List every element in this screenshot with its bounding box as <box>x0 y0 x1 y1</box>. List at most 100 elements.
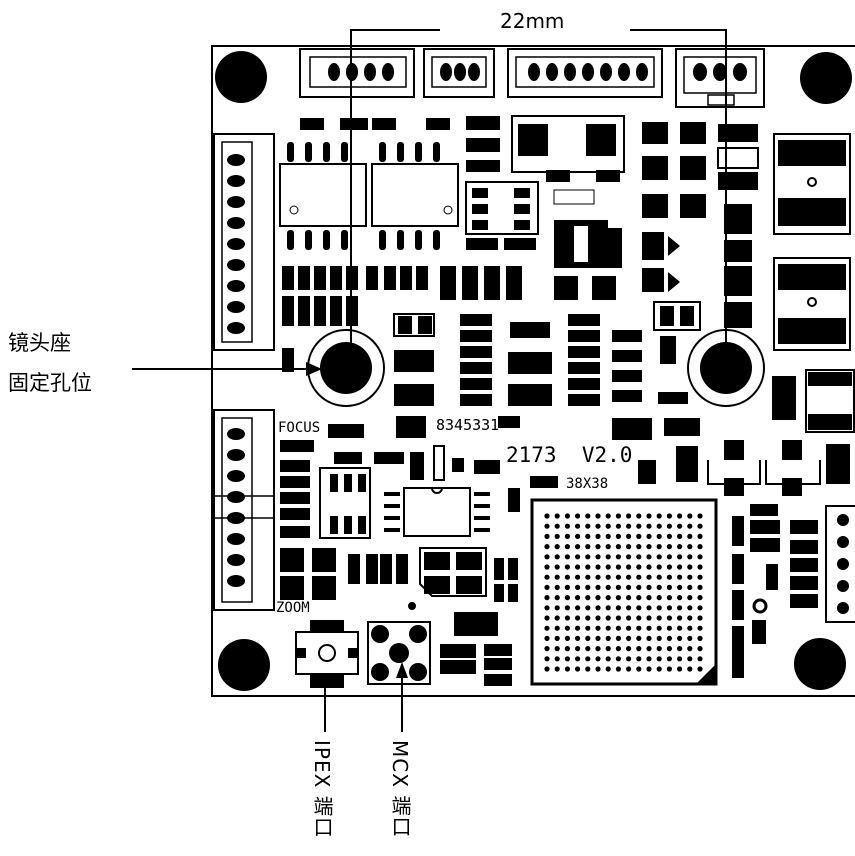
bga-ball <box>646 584 652 591</box>
bga-ball <box>687 595 693 601</box>
bga-ball <box>585 595 591 601</box>
bga-ball <box>544 595 550 601</box>
bga-ball <box>687 605 693 611</box>
bga-ball <box>666 625 673 631</box>
bga-ball <box>615 635 622 642</box>
silk-part-number: 8345331 <box>436 416 499 434</box>
bga-ball <box>605 625 611 631</box>
bga-ball <box>615 656 622 662</box>
bga-ball <box>615 646 622 652</box>
bga-ball <box>697 656 703 662</box>
bga-ball <box>687 544 693 550</box>
bga-ball <box>595 564 601 570</box>
bga-ball <box>697 584 703 591</box>
bga-ball <box>656 523 662 529</box>
bga-ball <box>697 564 703 570</box>
bga-ball <box>666 513 673 519</box>
bga-ball <box>575 666 581 672</box>
bga-ball <box>636 656 642 662</box>
bga-chip <box>530 498 718 686</box>
bga-ball <box>666 533 673 540</box>
bga-ball <box>666 656 673 662</box>
bga-ball <box>646 635 652 642</box>
bga-ball <box>636 564 642 570</box>
bga-ball <box>666 544 673 550</box>
bga-ball <box>687 625 693 631</box>
bga-ball <box>605 554 611 560</box>
bga-ball <box>666 605 673 611</box>
bga-ball <box>687 523 693 529</box>
bga-ball <box>677 574 683 580</box>
bga-ball <box>544 533 550 540</box>
corner-hole-br <box>794 638 846 690</box>
bga-ball <box>544 513 550 519</box>
bga-ball <box>585 564 591 570</box>
bga-ball <box>564 564 571 570</box>
bga-ball <box>585 584 591 591</box>
bga-ball <box>605 595 611 601</box>
bga-ball <box>554 646 560 652</box>
mcx-port-label: MCX 端口 <box>388 740 412 838</box>
bga-ball <box>646 595 652 601</box>
bga-ball <box>585 544 591 550</box>
bga-ball <box>605 605 611 611</box>
bga-ball <box>564 656 571 662</box>
bga-ball <box>646 574 652 580</box>
bga-ball <box>575 595 581 601</box>
bga-ball <box>564 666 571 672</box>
bga-ball <box>656 564 662 570</box>
corner-hole-tl <box>215 51 267 103</box>
mcx-connector <box>367 621 431 685</box>
bga-ball <box>615 564 622 570</box>
silk-size: 38X38 <box>566 476 608 492</box>
bga-ball <box>666 584 673 591</box>
bga-ball <box>626 615 632 621</box>
bga-ball <box>585 513 591 519</box>
lens-mount-label-line1: 镜头座 <box>8 331 71 355</box>
bga-ball <box>544 656 550 662</box>
bga-ball <box>687 533 693 540</box>
bga-ball <box>544 523 550 529</box>
bga-ball <box>595 574 601 580</box>
bga-ball <box>615 584 622 591</box>
bga-ball <box>666 523 673 529</box>
bga-ball <box>666 615 673 621</box>
bga-ball <box>677 635 683 642</box>
bga-ball <box>544 584 550 591</box>
bga-ball <box>656 513 662 519</box>
bga-ball <box>687 554 693 560</box>
bga-ball <box>544 635 550 642</box>
bga-ball <box>626 666 632 672</box>
bga-ball <box>554 574 560 580</box>
bga-ball <box>646 554 652 560</box>
top-connector-4 <box>675 48 765 108</box>
bga-ball <box>646 564 652 570</box>
bga-ball <box>697 625 703 631</box>
bga-ball <box>575 523 581 529</box>
bga-ball <box>554 656 560 662</box>
bga-ball <box>646 533 652 540</box>
bga-ball <box>626 574 632 580</box>
bga-ball <box>585 615 591 621</box>
bga-ball <box>575 574 581 580</box>
bga-ball <box>656 625 662 631</box>
bga-ball <box>585 666 591 672</box>
bga-ball <box>605 656 611 662</box>
ipex-port-label: IPEX 端口 <box>310 740 334 838</box>
bga-ball <box>636 513 642 519</box>
bga-ball <box>626 554 632 560</box>
bga-ball <box>687 615 693 621</box>
bga-ball <box>646 513 652 519</box>
bga-ball <box>626 625 632 631</box>
bga-ball <box>626 523 632 529</box>
bga-ball <box>656 584 662 591</box>
bga-ball <box>544 605 550 611</box>
bga-ball <box>615 625 622 631</box>
bga-ball <box>626 605 632 611</box>
bga-ball <box>554 666 560 672</box>
bga-ball <box>564 646 571 652</box>
bga-ball <box>605 574 611 580</box>
bga-ball <box>615 574 622 580</box>
bga-ball <box>585 554 591 560</box>
bga-ball <box>595 533 601 540</box>
